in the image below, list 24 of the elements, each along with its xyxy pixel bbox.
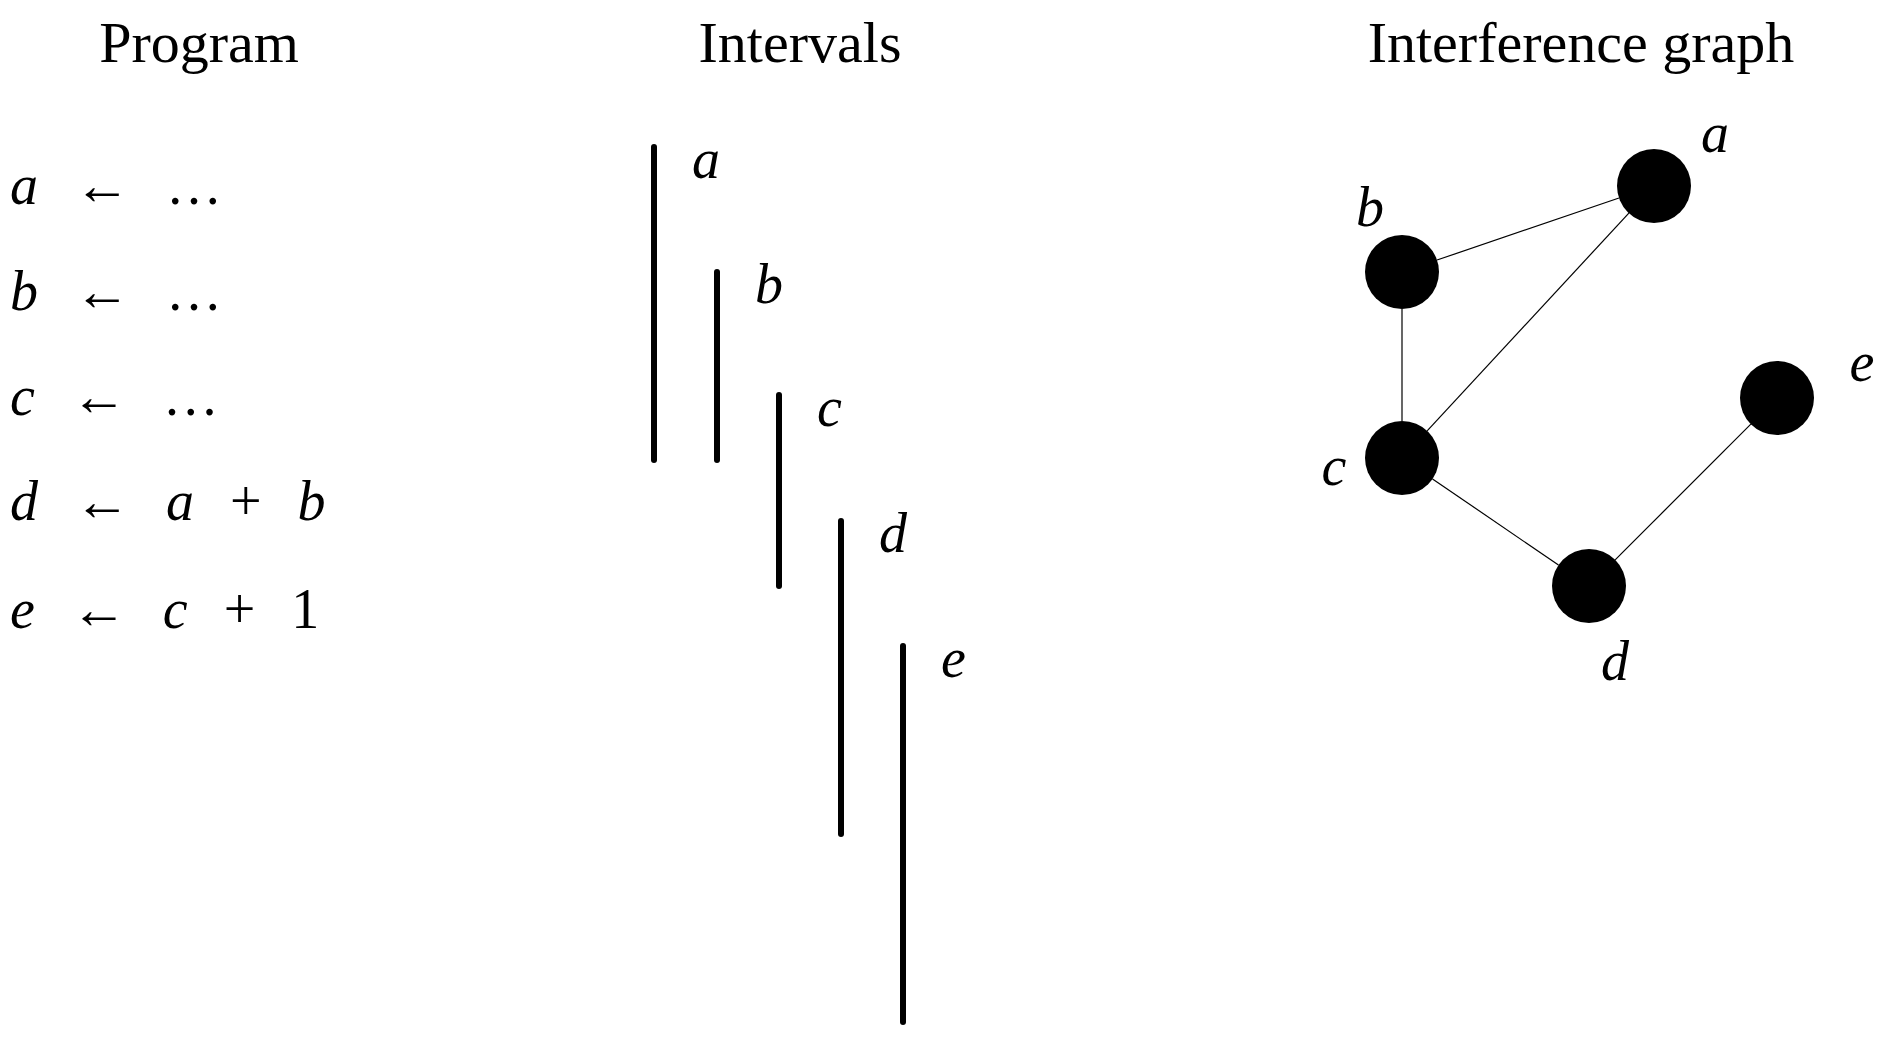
interval-label: b [755,256,783,312]
vertex-label: d [1601,633,1629,689]
graph-vertex [1552,549,1626,623]
interval-label: a [692,131,720,187]
graph-edge [1431,478,1560,566]
program-statement: c ← … [10,368,219,424]
vertex-label: e [1849,334,1875,390]
graph-edge [1614,423,1752,561]
program-statement: b ← … [10,263,222,319]
graph-edge [1436,197,1620,261]
vertex-label: a [1701,105,1729,161]
column-heading: Program [99,14,299,72]
program-statement: d ← a + b [10,473,326,529]
interval-label: e [941,630,966,686]
interval-label: c [817,379,842,435]
column-heading: Intervals [698,14,902,72]
vertex-label: b [1356,179,1384,235]
graph-edge [1401,308,1403,422]
interval-label: d [879,505,907,561]
graph-edge [1426,212,1630,432]
program-statement: e ← c + 1 [10,581,320,637]
column-heading: Interference graph [1367,14,1795,72]
program-statement: a ← … [10,157,222,213]
vertex-label: c [1321,438,1347,494]
